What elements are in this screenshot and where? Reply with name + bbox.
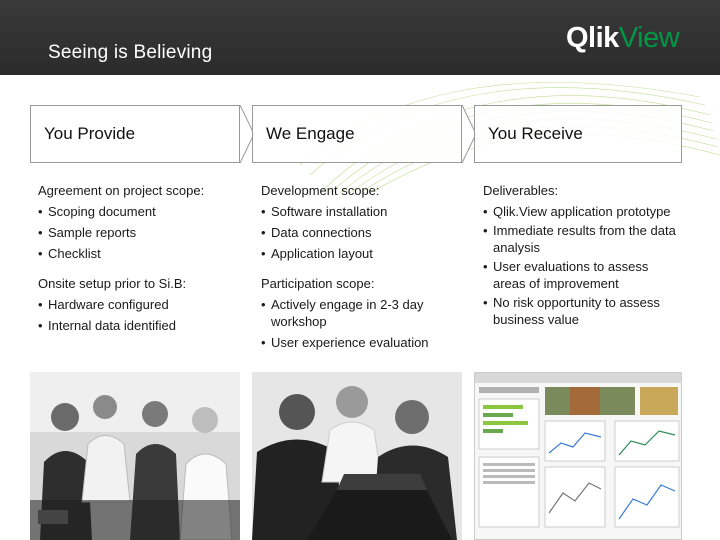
- group-lead: Development scope:: [261, 183, 380, 198]
- column-heading-receive: You Receive: [474, 105, 682, 163]
- team-at-laptop-photo: [252, 372, 462, 540]
- column-heading-text: You Receive: [488, 124, 583, 143]
- list-item: No risk opportunity to assess business v…: [483, 294, 683, 328]
- bullet-list: Software installation Data connections A…: [261, 201, 461, 264]
- column-heading-engage: We Engage: [252, 105, 462, 163]
- group-lead: Onsite setup prior to Si.B:: [38, 276, 187, 291]
- column-body-receive: Deliverables: Qlik.View application prot…: [483, 180, 683, 330]
- group-lead: Deliverables:: [483, 183, 559, 198]
- bullet-list: Qlik.View application prototype Immediat…: [483, 203, 683, 328]
- business-team-photo: [30, 372, 240, 540]
- list-item: Internal data identified: [38, 315, 238, 336]
- list-item: Qlik.View application prototype: [483, 203, 683, 220]
- group-lead: Participation scope:: [261, 276, 375, 291]
- slide-title: Seeing is Believing: [48, 42, 213, 63]
- column-heading-text: We Engage: [266, 124, 355, 143]
- list-item: Data connections: [261, 222, 461, 243]
- list-item: Scoping document: [38, 201, 238, 222]
- qlikview-dashboard-screenshot: [474, 372, 682, 540]
- column-body-engage: Development scope: Software installation…: [261, 180, 461, 353]
- list-item: Immediate results from the data analysis: [483, 222, 683, 256]
- column-heading-text: You Provide: [44, 124, 136, 143]
- list-item: Actively engage in 2-3 day workshop: [261, 296, 461, 330]
- list-item: Checklist: [38, 243, 238, 264]
- bullet-list: Actively engage in 2-3 day workshop User…: [261, 296, 461, 353]
- list-item: User experience evaluation: [261, 332, 461, 353]
- list-item: User evaluations to assess areas of impr…: [483, 258, 683, 292]
- column-body-provide: Agreement on project scope: Scoping docu…: [38, 180, 238, 336]
- bullet-list: Scoping document Sample reports Checklis…: [38, 201, 238, 264]
- column-heading-provide: You Provide: [30, 105, 240, 163]
- logo-secondary-text: View: [618, 22, 680, 54]
- bullet-list: Hardware configured Internal data identi…: [38, 294, 238, 336]
- group-lead: Agreement on project scope:: [38, 183, 205, 198]
- list-item: Sample reports: [38, 222, 238, 243]
- list-item: Hardware configured: [38, 294, 238, 315]
- list-item: Software installation: [261, 201, 461, 222]
- logo-primary-text: Qlik: [566, 22, 619, 54]
- list-item: Application layout: [261, 243, 461, 264]
